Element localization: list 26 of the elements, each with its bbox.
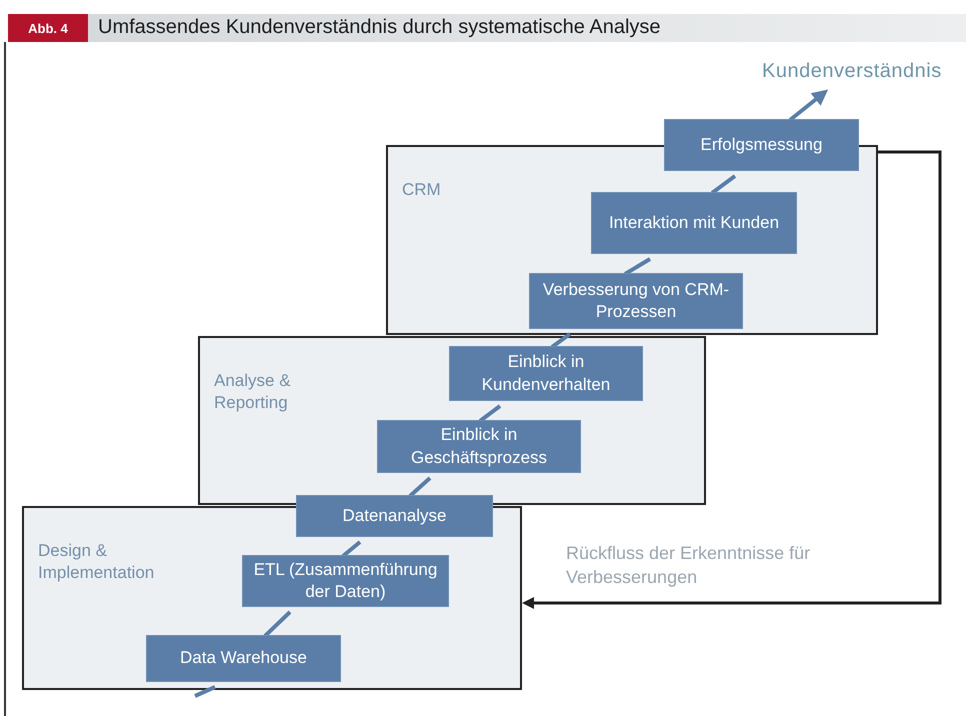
connector-line bbox=[624, 257, 652, 276]
panel-label: Design & Implementation bbox=[38, 540, 156, 584]
process-box: ETL (Zusammenführung der Daten) bbox=[243, 556, 448, 606]
connector-line bbox=[194, 685, 216, 698]
panel-label: Analyse & Reporting bbox=[214, 370, 292, 414]
connector-line bbox=[550, 332, 572, 349]
connector-line bbox=[342, 540, 362, 558]
connector-line bbox=[408, 476, 432, 498]
arrow bbox=[788, 90, 828, 122]
result-label: Kundenverständnis bbox=[762, 60, 942, 83]
process-box: Einblick in Geschäftsprozess bbox=[378, 421, 580, 472]
panel-label: CRM bbox=[402, 179, 442, 201]
figure-number-badge: Abb. 4 bbox=[8, 14, 88, 42]
process-box: Interaktion mit Kunden bbox=[592, 193, 796, 253]
group-panel bbox=[22, 506, 522, 690]
arrow bbox=[522, 150, 942, 609]
process-box: Einblick in Kundenverhalten bbox=[450, 347, 642, 400]
process-box: Verbesserung von CRM-Prozessen bbox=[530, 274, 742, 328]
connector-line bbox=[478, 404, 502, 423]
title: Umfassendes Kundenverständnis durch systematische Analyse bbox=[98, 16, 661, 39]
group-panel bbox=[198, 336, 706, 505]
process-box: Data Warehouse bbox=[147, 636, 340, 681]
connector-line bbox=[710, 174, 736, 195]
process-box: Erfolgsmessung bbox=[665, 120, 858, 170]
connector-line bbox=[264, 610, 292, 638]
process-box: Datenanalyse bbox=[297, 496, 492, 536]
